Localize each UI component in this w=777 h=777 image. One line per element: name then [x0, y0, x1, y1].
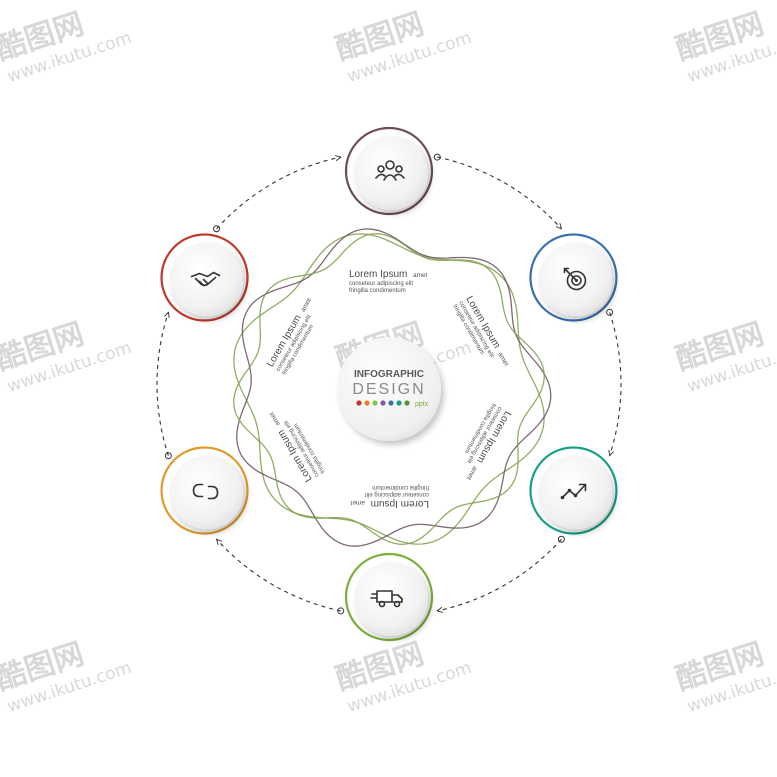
process-node: [344, 126, 434, 216]
process-node: [160, 233, 249, 322]
process-node: [344, 552, 434, 642]
label-title: Lorem Ipsum: [349, 269, 407, 280]
color-dot: [396, 400, 402, 406]
process-node: [529, 446, 618, 535]
wave-ring: [233, 233, 545, 545]
handshake-icon: [190, 271, 221, 287]
color-dot: [364, 400, 370, 406]
node-disc: [354, 562, 428, 636]
label-title: Lorem Ipsum: [371, 498, 429, 509]
label-amet: amet: [300, 297, 313, 313]
center-subtitle: DESIGN: [352, 381, 425, 398]
center-circle: [337, 337, 441, 441]
connector-arrow: [217, 539, 341, 612]
label-amet: amet: [350, 499, 365, 506]
connector-arrow: [156, 312, 168, 456]
wave-ring: [236, 228, 552, 547]
node-disc: [538, 455, 613, 530]
node-disc: [354, 136, 428, 210]
center-tag: pptx: [415, 401, 429, 408]
connector-arrows: [156, 153, 622, 615]
target-icon: [563, 267, 587, 291]
center-title: INFOGRAPHIC: [354, 369, 424, 380]
process-node: [529, 233, 618, 322]
label-amet: amet: [465, 465, 478, 481]
wave-rings: [233, 228, 552, 547]
label-amet: amet: [496, 351, 509, 367]
node-disc: [169, 455, 244, 530]
label-amet: amet: [268, 411, 281, 427]
connector-arrow: [437, 156, 561, 229]
label-amet: amet: [413, 272, 428, 279]
label-line-1: conseteur adipiscing elit: [349, 281, 413, 287]
color-dot: [388, 400, 394, 406]
color-dot: [356, 400, 362, 406]
label-line-1: conseteur adipiscing elit: [365, 491, 429, 497]
link-icon: [192, 483, 219, 500]
label-line-2: fringilla condimentum: [372, 484, 429, 490]
connector-arrow: [610, 312, 622, 455]
color-dot: [380, 400, 386, 406]
truck-icon: [370, 590, 403, 608]
color-dot: [372, 400, 378, 406]
team-icon: [375, 160, 405, 181]
color-dot: [404, 400, 410, 406]
trend-chart-icon: [560, 483, 587, 500]
node-disc: [169, 242, 244, 317]
process-node: [160, 446, 249, 535]
connector-arrow: [216, 157, 341, 230]
label-line-2: fringilla condimentum: [349, 288, 406, 294]
connector-arrow: [437, 538, 562, 611]
node-layer: [160, 126, 618, 642]
wave-ring: [233, 233, 545, 545]
